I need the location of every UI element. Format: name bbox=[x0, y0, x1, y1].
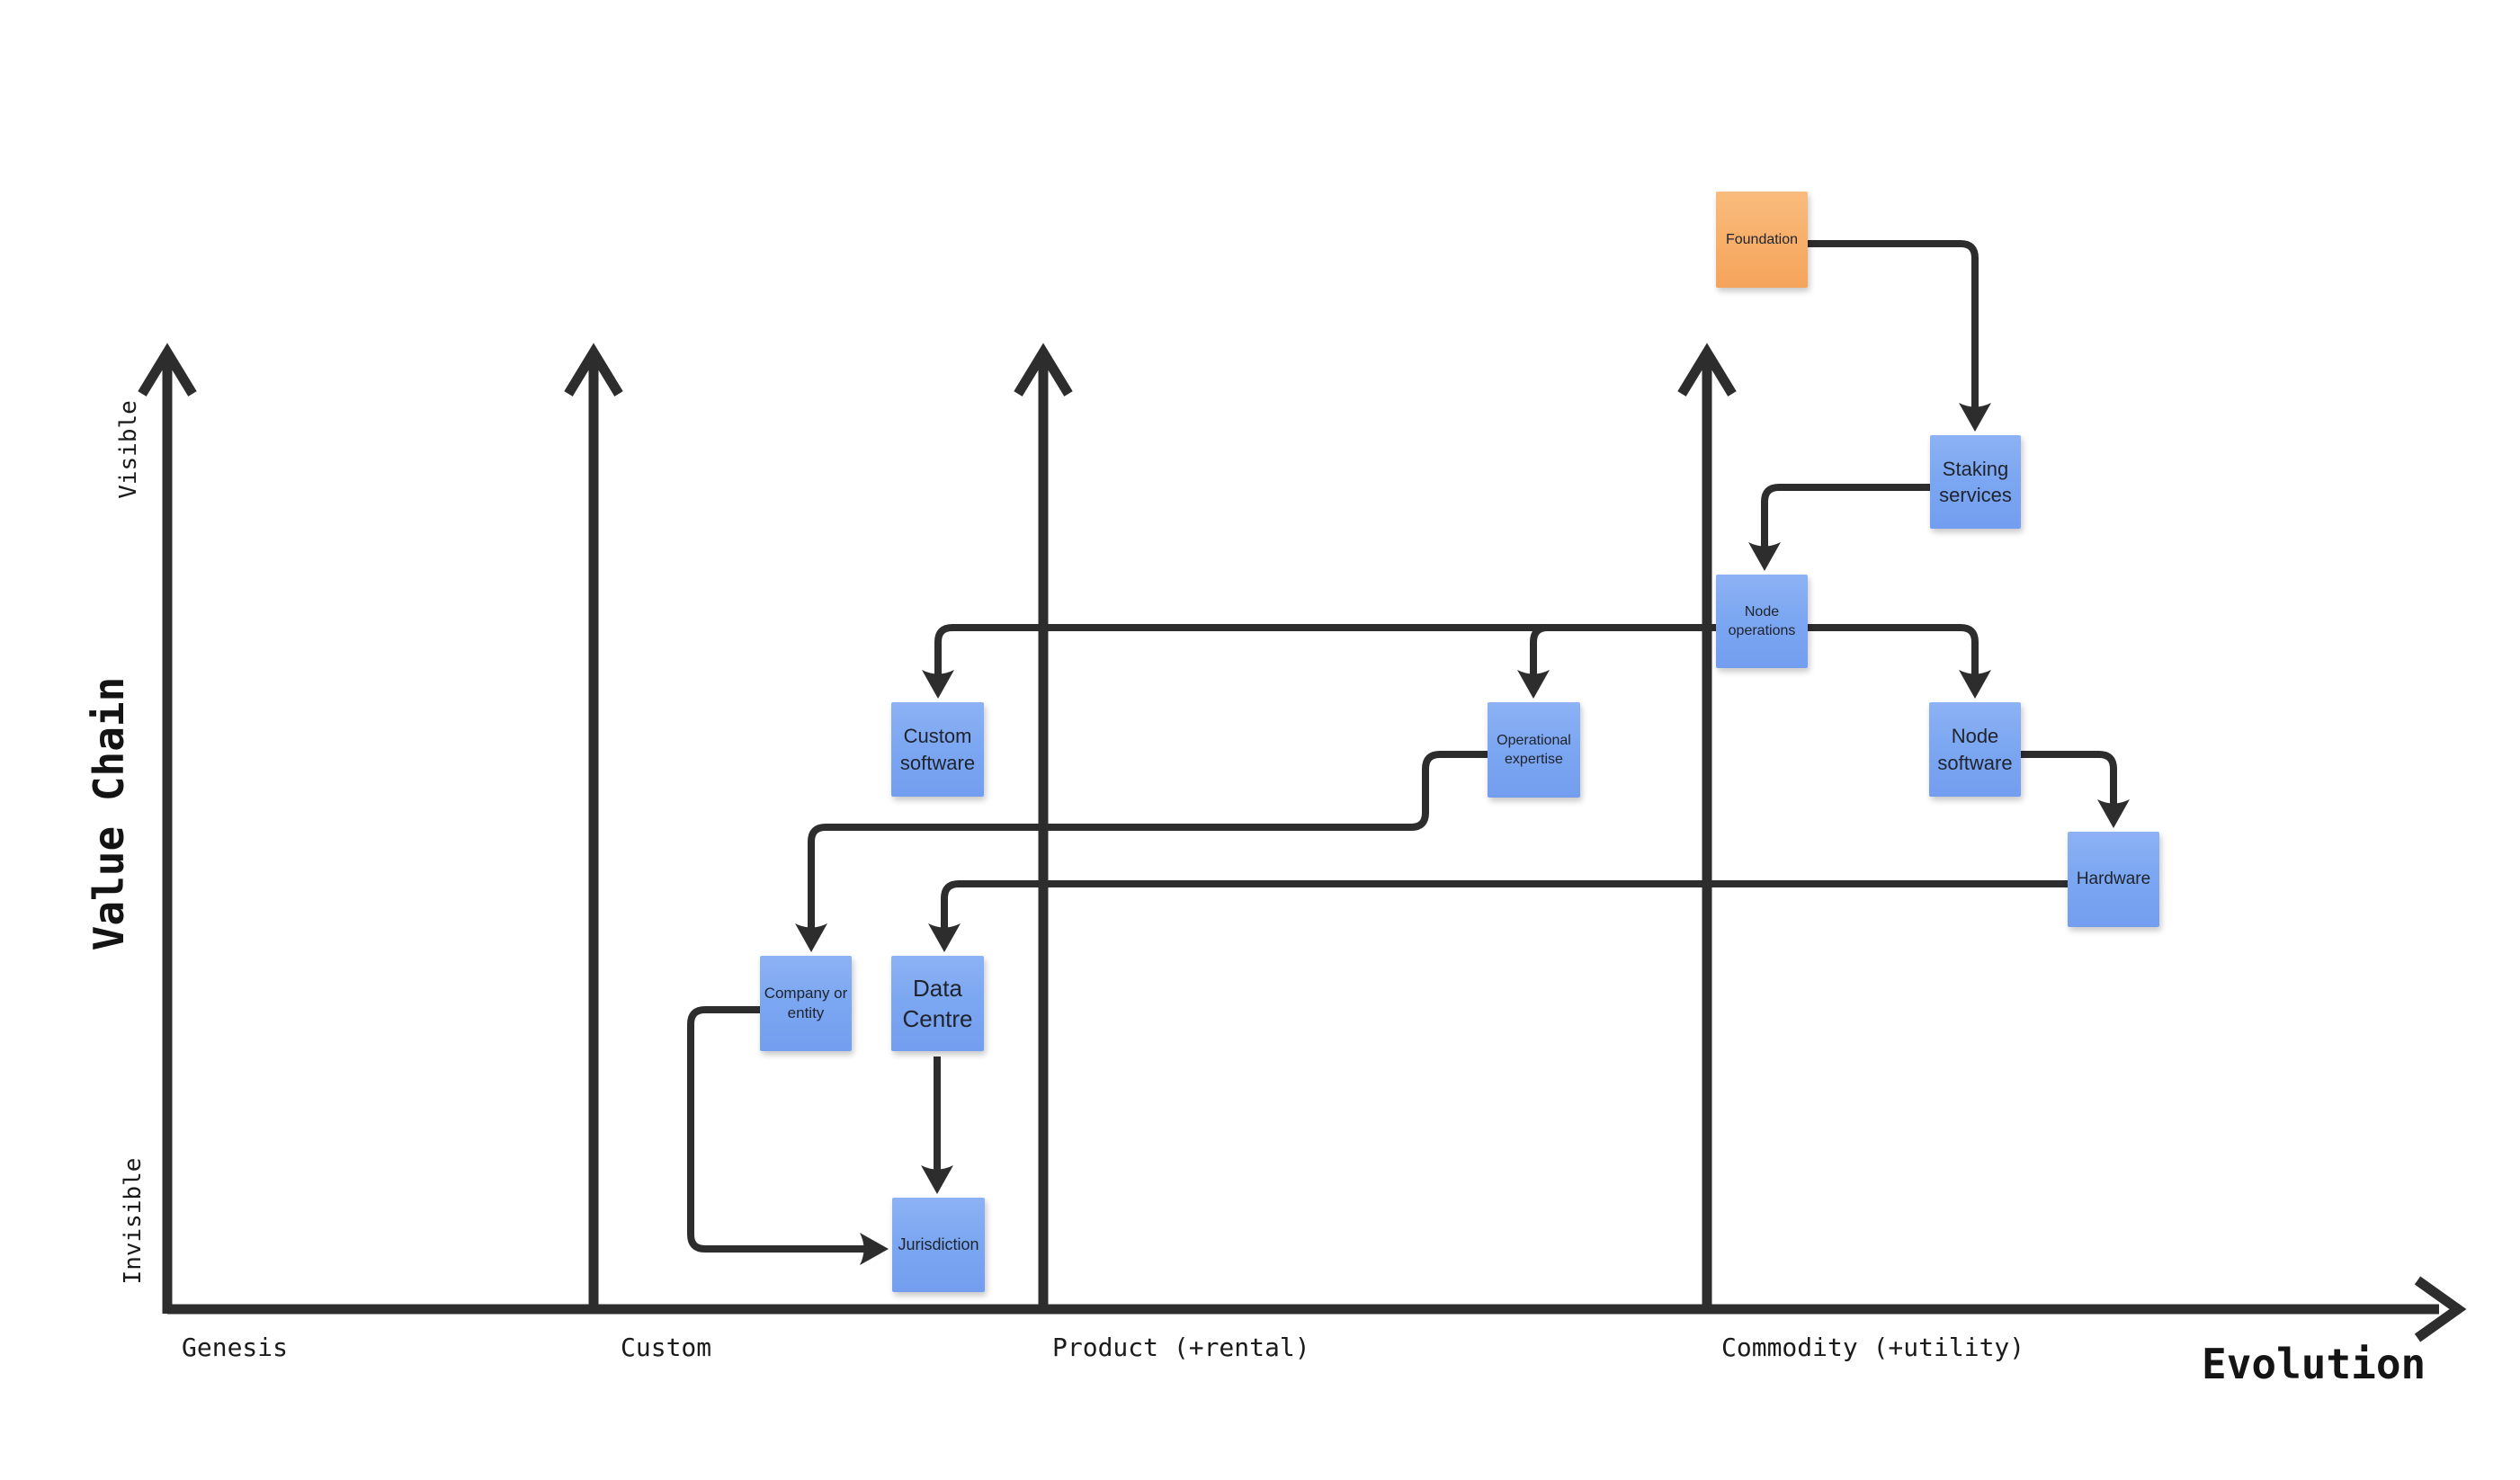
arrowhead-jurisdiction-left-icon bbox=[860, 1233, 889, 1265]
stage-label-product: Product (+rental) bbox=[1052, 1333, 1310, 1362]
edge-company-or-entity-to-jurisdiction bbox=[687, 1006, 867, 1253]
node-custom-software[interactable]: Custom software bbox=[891, 702, 984, 797]
arrowhead-data-centre-icon bbox=[928, 923, 961, 952]
node-data-centre-label: Data Centre bbox=[902, 974, 973, 1032]
node-hardware[interactable]: Hardware bbox=[2068, 832, 2159, 927]
node-foundation[interactable]: Foundation bbox=[1716, 192, 1808, 288]
node-operational-expertise-label: Operational expertise bbox=[1497, 732, 1571, 767]
node-staking-services[interactable]: Staking services bbox=[1930, 435, 2021, 529]
edge-operational-expertise-to-company-or-entity bbox=[808, 751, 1488, 932]
arrowhead-node-operations-icon bbox=[1748, 542, 1781, 571]
y-axis-bottom-label: Invisible bbox=[120, 1157, 147, 1285]
edge-node-operations-to-operational-expertise bbox=[1530, 624, 1716, 679]
edge-hardware-to-data-centre bbox=[941, 880, 2068, 932]
stage-line-product-arrow-icon bbox=[1014, 343, 1073, 397]
node-data-centre[interactable]: Data Centre bbox=[891, 956, 984, 1051]
edge-foundation-to-staking-services bbox=[1808, 240, 1979, 412]
y-axis-top-label: Visible bbox=[115, 400, 142, 499]
node-staking-services-label: Staking services bbox=[1939, 457, 2012, 506]
edge-node-operations-to-node-software bbox=[1808, 624, 1979, 679]
node-company-or-entity-label: Company or entity bbox=[764, 984, 848, 1021]
arrowhead-node-software-icon bbox=[1959, 670, 1991, 699]
y-axis-arrow-icon bbox=[138, 343, 197, 397]
stage-label-custom: Custom bbox=[621, 1333, 712, 1362]
node-custom-software-label: Custom software bbox=[899, 725, 976, 774]
edge-node-software-to-hardware bbox=[2021, 751, 2117, 808]
arrowhead-hardware-icon bbox=[2097, 799, 2130, 828]
node-foundation-label: Foundation bbox=[1725, 231, 1799, 247]
arrowhead-jurisdiction-top-icon bbox=[921, 1165, 953, 1194]
arrowhead-company-or-entity-icon bbox=[795, 923, 827, 952]
x-axis-title: Evolution bbox=[2202, 1340, 2426, 1388]
stage-label-commodity: Commodity (+utility) bbox=[1721, 1333, 2025, 1362]
node-jurisdiction[interactable]: Jurisdiction bbox=[892, 1198, 985, 1292]
arrowhead-staking-services-icon bbox=[1959, 403, 1991, 432]
y-axis-title: Value Chain bbox=[85, 676, 133, 951]
node-jurisdiction-label: Jurisdiction bbox=[898, 1235, 979, 1253]
x-axis-arrow-icon bbox=[2414, 1276, 2467, 1342]
node-node-operations[interactable]: Node operations bbox=[1716, 575, 1808, 668]
node-node-operations-label: Node operations bbox=[1728, 603, 1796, 638]
edge-node-operations-to-custom-software bbox=[934, 624, 1716, 679]
node-node-software[interactable]: Node software bbox=[1929, 702, 2021, 797]
arrowhead-operational-expertise-icon bbox=[1517, 670, 1550, 699]
node-company-or-entity[interactable]: Company or entity bbox=[760, 956, 852, 1051]
stage-line-custom-arrow-icon bbox=[564, 343, 623, 397]
node-operational-expertise[interactable]: Operational expertise bbox=[1488, 702, 1580, 798]
node-hardware-label: Hardware bbox=[2076, 869, 2151, 889]
node-node-software-label: Node software bbox=[1937, 725, 2013, 774]
stage-line-commodity-arrow-icon bbox=[1677, 343, 1737, 397]
stage-label-genesis: Genesis bbox=[182, 1333, 289, 1362]
edge-staking-services-to-node-operations bbox=[1761, 484, 1930, 551]
arrowhead-custom-software-icon bbox=[922, 670, 954, 699]
